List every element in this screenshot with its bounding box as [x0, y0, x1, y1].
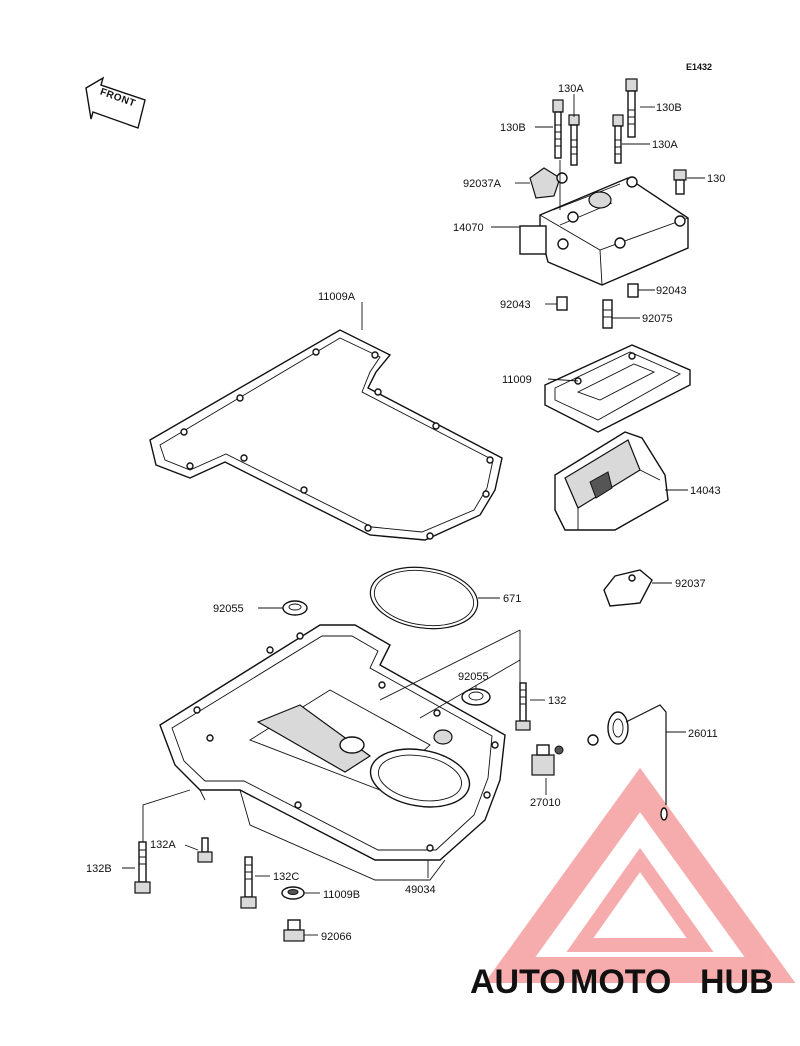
watermark-logo-icon: [484, 767, 796, 983]
label-130A-top: 130A: [558, 83, 584, 95]
bolt-130B-left-icon: [552, 99, 564, 159]
label-671: 671: [503, 593, 521, 605]
oil-pan-49034-icon: [159, 624, 506, 881]
bolt-130B-right-icon: [625, 78, 638, 138]
label-92037A: 92037A: [463, 178, 502, 190]
label-26011: 26011: [688, 728, 718, 740]
label-92075: 92075: [642, 313, 673, 325]
label-27010: 27010: [530, 797, 561, 809]
label-132C: 132C: [273, 871, 299, 883]
label-92055-mid: 92055: [458, 671, 489, 683]
label-11009A: 11009A: [318, 291, 356, 303]
label-11009B: 11009B: [323, 889, 360, 901]
label-132A: 132A: [150, 839, 176, 851]
watermark-text: AUTO MOTO HUB: [470, 963, 774, 1001]
label-92043-right: 92043: [656, 285, 687, 297]
label-132: 132: [548, 695, 566, 707]
label-49034: 49034: [405, 884, 436, 896]
label-130A-right: 130A: [652, 139, 678, 151]
bolt-130A-right-icon: [612, 114, 624, 164]
label-130: 130: [707, 173, 725, 185]
dowel-92075-icon: [602, 299, 613, 329]
diagram-code: E1432: [686, 62, 712, 72]
bracket-92037A-icon: [529, 167, 568, 199]
label-92055-top: 92055: [213, 603, 244, 615]
bracket-92037-icon: [603, 569, 653, 607]
bolt-132-icon: [515, 682, 531, 731]
bolt-132B-icon: [134, 841, 151, 894]
washer-11009B-icon: [281, 886, 305, 900]
oil-pressure-switch-27010-icon: [531, 744, 564, 776]
gasket-11009-icon: [544, 344, 691, 433]
breather-cover-14070-icon: [519, 176, 689, 286]
collar-92043-right-icon: [627, 283, 639, 298]
label-130B-right: 130B: [656, 102, 682, 114]
bolt-132C-icon: [240, 856, 257, 909]
part-labels: 130A 130B 130B 130A 92037A 130 14070 920…: [86, 83, 725, 943]
front-arrow-icon: FRONT: [85, 76, 146, 129]
collar-92043-left-icon: [556, 296, 568, 311]
bolt-130A-left-icon: [568, 114, 580, 166]
label-92043-left: 92043: [500, 299, 531, 311]
label-14043: 14043: [690, 485, 721, 497]
label-14070: 14070: [453, 222, 484, 234]
gasket-11009A-icon: [149, 329, 503, 541]
label-92066: 92066: [321, 931, 352, 943]
o-ring-671-icon: [369, 566, 479, 630]
dipstick-26011-icon: [587, 704, 668, 821]
bolt-130-icon: [673, 169, 687, 195]
drain-plug-92066-icon: [283, 919, 305, 942]
leader-lines: [122, 94, 705, 936]
seal-92055-top-icon: [282, 600, 308, 616]
bolt-132A-icon: [197, 837, 213, 863]
breather-plate-14043-icon: [554, 431, 669, 531]
label-132B: 132B: [86, 863, 112, 875]
watermark-moto: MOTO: [570, 963, 671, 1001]
label-130B-left: 130B: [500, 122, 526, 134]
watermark-hub: HUB: [700, 963, 774, 1001]
watermark-auto: AUTO: [470, 963, 566, 1001]
label-11009: 11009: [502, 374, 532, 386]
label-92037: 92037: [675, 578, 706, 590]
